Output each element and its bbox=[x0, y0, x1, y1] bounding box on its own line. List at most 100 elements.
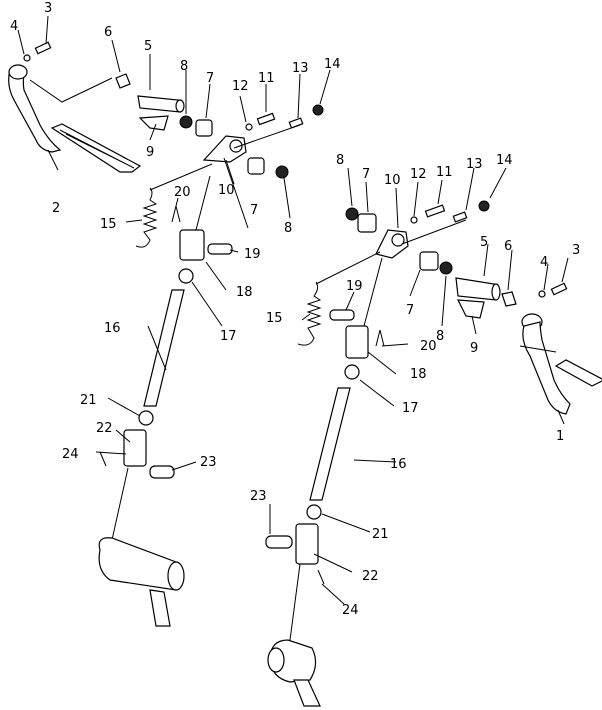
part-labels: 3 4 6 5 8 7 12 11 13 14 9 2 10 20 7 8 15… bbox=[10, 1, 580, 618]
label-7-right-low: 7 bbox=[406, 303, 414, 318]
clevis-18-right bbox=[345, 325, 369, 359]
label-9-left: 9 bbox=[146, 145, 154, 160]
fitting-6-right bbox=[501, 291, 517, 307]
label-10-right: 10 bbox=[384, 173, 401, 188]
label-16-right: 16 bbox=[390, 457, 407, 472]
nut-14-left bbox=[312, 104, 324, 116]
label-13-left: 13 bbox=[292, 61, 309, 76]
bolt-3-right bbox=[550, 282, 568, 296]
label-9-right: 9 bbox=[470, 341, 478, 356]
pin-23-left bbox=[149, 465, 175, 479]
label-17-right: 17 bbox=[402, 401, 419, 416]
label-23-left: 23 bbox=[200, 455, 217, 470]
label-3-right: 3 bbox=[572, 243, 580, 258]
label-22-right: 22 bbox=[362, 569, 379, 584]
spacer-7-left-top bbox=[195, 119, 213, 137]
nut-17-left bbox=[178, 268, 194, 284]
pin-19-right bbox=[329, 309, 355, 321]
label-6-right: 6 bbox=[504, 239, 512, 254]
spacer-7-right-low bbox=[419, 251, 439, 271]
label-21-left: 21 bbox=[80, 393, 97, 408]
label-22-left: 22 bbox=[96, 421, 113, 436]
bearing-8-left-top bbox=[179, 115, 193, 129]
pin-23-right bbox=[265, 535, 293, 549]
label-20-left: 20 bbox=[174, 185, 191, 200]
label-15-left: 15 bbox=[100, 217, 117, 232]
label-8-left-top: 8 bbox=[180, 59, 188, 74]
label-4-right: 4 bbox=[540, 255, 548, 270]
bracket-9-left bbox=[138, 115, 169, 131]
spacer-7-left-low bbox=[247, 157, 265, 175]
label-12-right: 12 bbox=[410, 167, 427, 182]
label-18-right: 18 bbox=[410, 367, 427, 382]
bearing-8-right-low bbox=[439, 261, 453, 275]
label-5-right: 5 bbox=[480, 235, 488, 250]
left-pedal-assembly bbox=[8, 41, 324, 627]
label-8-left-low: 8 bbox=[284, 221, 292, 236]
spacer-7-right-top bbox=[357, 213, 377, 233]
label-12-left: 12 bbox=[232, 79, 249, 94]
label-23-right: 23 bbox=[250, 489, 267, 504]
bolt-13-right bbox=[452, 211, 468, 223]
pedal-hub-left bbox=[8, 64, 28, 80]
bolt-11-left bbox=[256, 112, 276, 126]
pedal-arm-right bbox=[522, 321, 571, 415]
bolt-11-right bbox=[424, 204, 446, 218]
label-5-left: 5 bbox=[144, 39, 152, 54]
clevis-22-left bbox=[123, 429, 147, 467]
washer-12-left bbox=[245, 123, 253, 131]
bushing-5-right bbox=[455, 277, 497, 301]
clevis-18-left bbox=[179, 229, 205, 261]
pedal-arm-left bbox=[8, 69, 62, 153]
label-24-left: 24 bbox=[62, 447, 79, 462]
clevis-22-right bbox=[295, 523, 319, 565]
nut-21-left bbox=[138, 410, 154, 426]
bolt-3-left bbox=[34, 41, 52, 55]
label-8-right-top: 8 bbox=[336, 153, 344, 168]
right-pedal-assembly bbox=[265, 200, 602, 707]
label-19-left: 19 bbox=[244, 247, 261, 262]
label-10-left: 10 bbox=[218, 183, 235, 198]
label-6-left: 6 bbox=[104, 25, 112, 40]
washer-4-left bbox=[23, 54, 31, 62]
label-1: 1 bbox=[556, 429, 564, 444]
washer-12-right bbox=[410, 216, 418, 224]
bearing-8-right-top bbox=[345, 207, 359, 221]
rod-16-left bbox=[143, 289, 185, 407]
label-4-left: 4 bbox=[10, 19, 18, 34]
label-15-right: 15 bbox=[266, 311, 283, 326]
label-18-left: 18 bbox=[236, 285, 253, 300]
label-8-right-low: 8 bbox=[436, 329, 444, 344]
cotter-pin-20-left bbox=[171, 205, 181, 223]
nut-14-right bbox=[478, 200, 490, 212]
cotter-pin-20-right bbox=[375, 329, 385, 347]
label-13-right: 13 bbox=[466, 157, 483, 172]
label-24-right: 24 bbox=[342, 603, 359, 618]
bracket-9-right bbox=[456, 299, 485, 319]
label-11-left: 11 bbox=[258, 71, 275, 86]
label-17-left: 17 bbox=[220, 329, 237, 344]
nut-17-right bbox=[344, 364, 360, 380]
spring-15-right bbox=[297, 281, 322, 346]
bearing-8-left-low bbox=[275, 165, 289, 179]
label-2: 2 bbox=[52, 201, 60, 216]
label-7-right-top: 7 bbox=[362, 167, 370, 182]
label-19-right: 19 bbox=[346, 279, 363, 294]
label-11-right: 11 bbox=[436, 165, 453, 180]
label-14-left: 14 bbox=[324, 57, 341, 72]
label-3-left: 3 bbox=[44, 1, 52, 16]
nut-21-right bbox=[306, 504, 322, 520]
washer-4-right bbox=[538, 290, 546, 298]
label-7-left-top: 7 bbox=[206, 71, 214, 86]
leader-lines bbox=[17, 15, 569, 605]
label-21-right: 21 bbox=[372, 527, 389, 542]
fitting-6-left bbox=[115, 73, 131, 89]
rod-16-right bbox=[309, 387, 351, 501]
pedal-pad-right bbox=[554, 359, 602, 387]
label-20-right: 20 bbox=[420, 339, 437, 354]
label-7-left-low: 7 bbox=[250, 203, 258, 218]
pin-19-left bbox=[207, 243, 233, 255]
spring-15-left bbox=[135, 187, 158, 248]
label-14-right: 14 bbox=[496, 153, 513, 168]
